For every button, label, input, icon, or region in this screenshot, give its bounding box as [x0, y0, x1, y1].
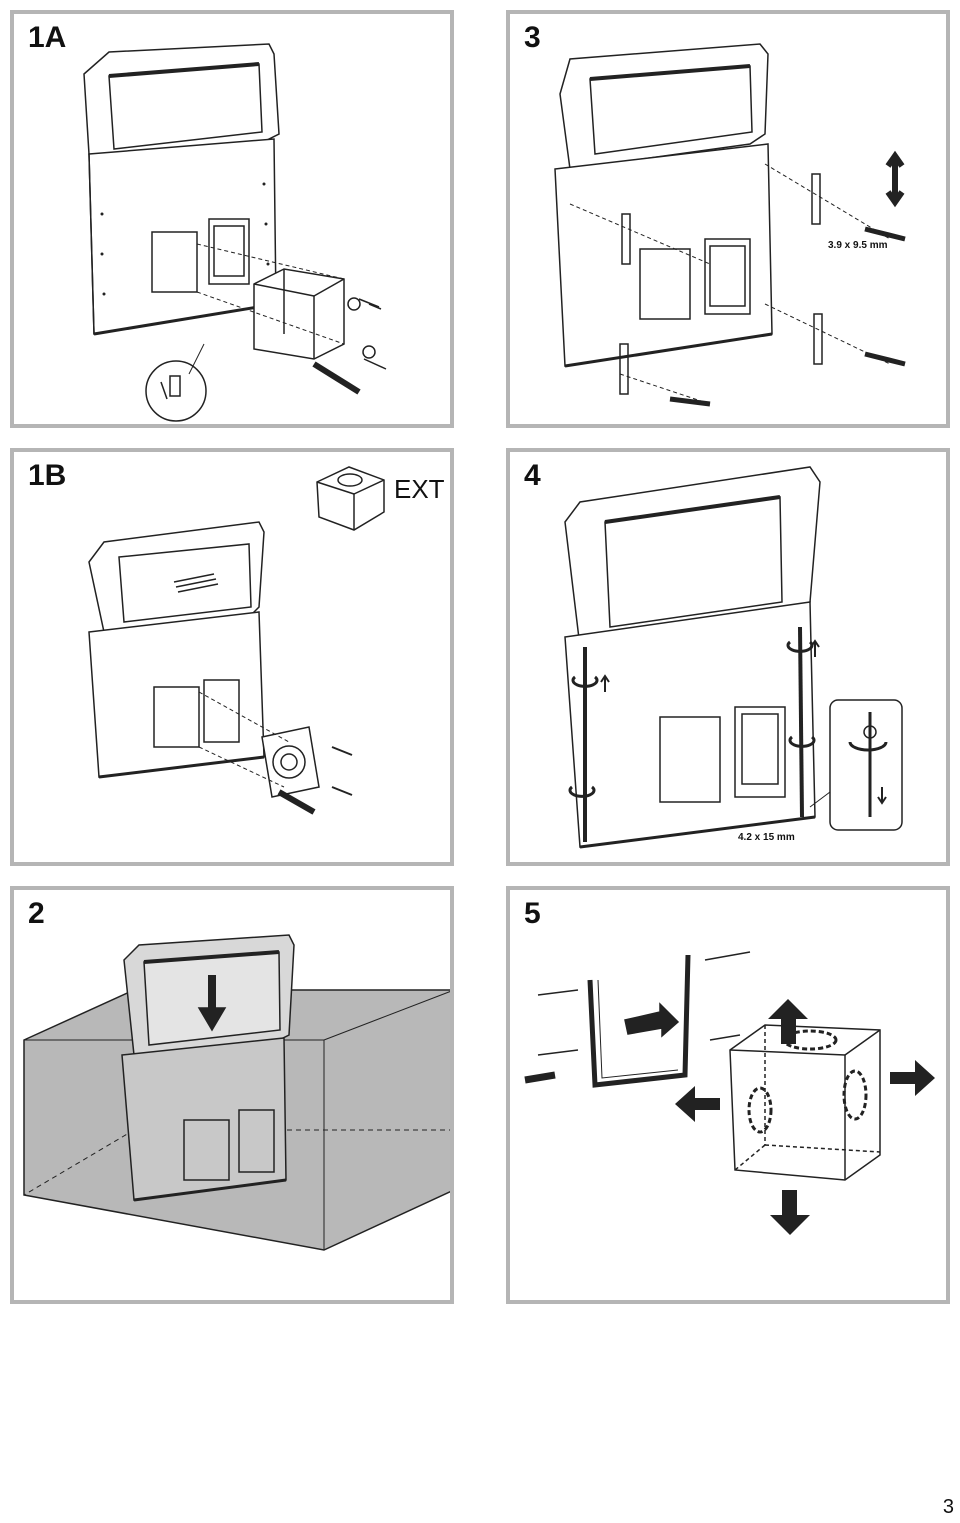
- step-label-4: 4: [524, 459, 541, 492]
- illustration-5: [524, 951, 935, 1235]
- panel-3: 3 3.9 x 9.5 mm: [506, 10, 950, 428]
- panel-5: 5: [506, 886, 950, 1304]
- step-label-5: 5: [524, 897, 541, 930]
- panel-1b: 1B EXT: [10, 448, 454, 866]
- page-number: 3: [942, 1496, 954, 1518]
- illustration-1a: [83, 43, 387, 422]
- step-label-1b: 1B: [28, 459, 67, 492]
- illustration-1b: [88, 466, 385, 815]
- ext-module-icon: [316, 466, 385, 531]
- step-label-1a: 1A: [28, 21, 67, 54]
- panel-4: 4 4.2 x: [506, 448, 950, 866]
- step-label-3: 3: [524, 21, 541, 54]
- ext-label: EXT: [394, 474, 445, 504]
- illustration-4: [564, 466, 903, 849]
- illustration-3: [554, 43, 906, 407]
- panel-1a: 1A: [10, 10, 454, 428]
- illustration-2: [23, 934, 450, 1251]
- panel-2: 2: [10, 886, 454, 1304]
- screw-spec-label-3: 3.9 x 9.5 mm: [828, 240, 888, 251]
- step-label-2: 2: [28, 897, 45, 930]
- screw-spec-label-4: 4.2 x 15 mm: [738, 832, 795, 843]
